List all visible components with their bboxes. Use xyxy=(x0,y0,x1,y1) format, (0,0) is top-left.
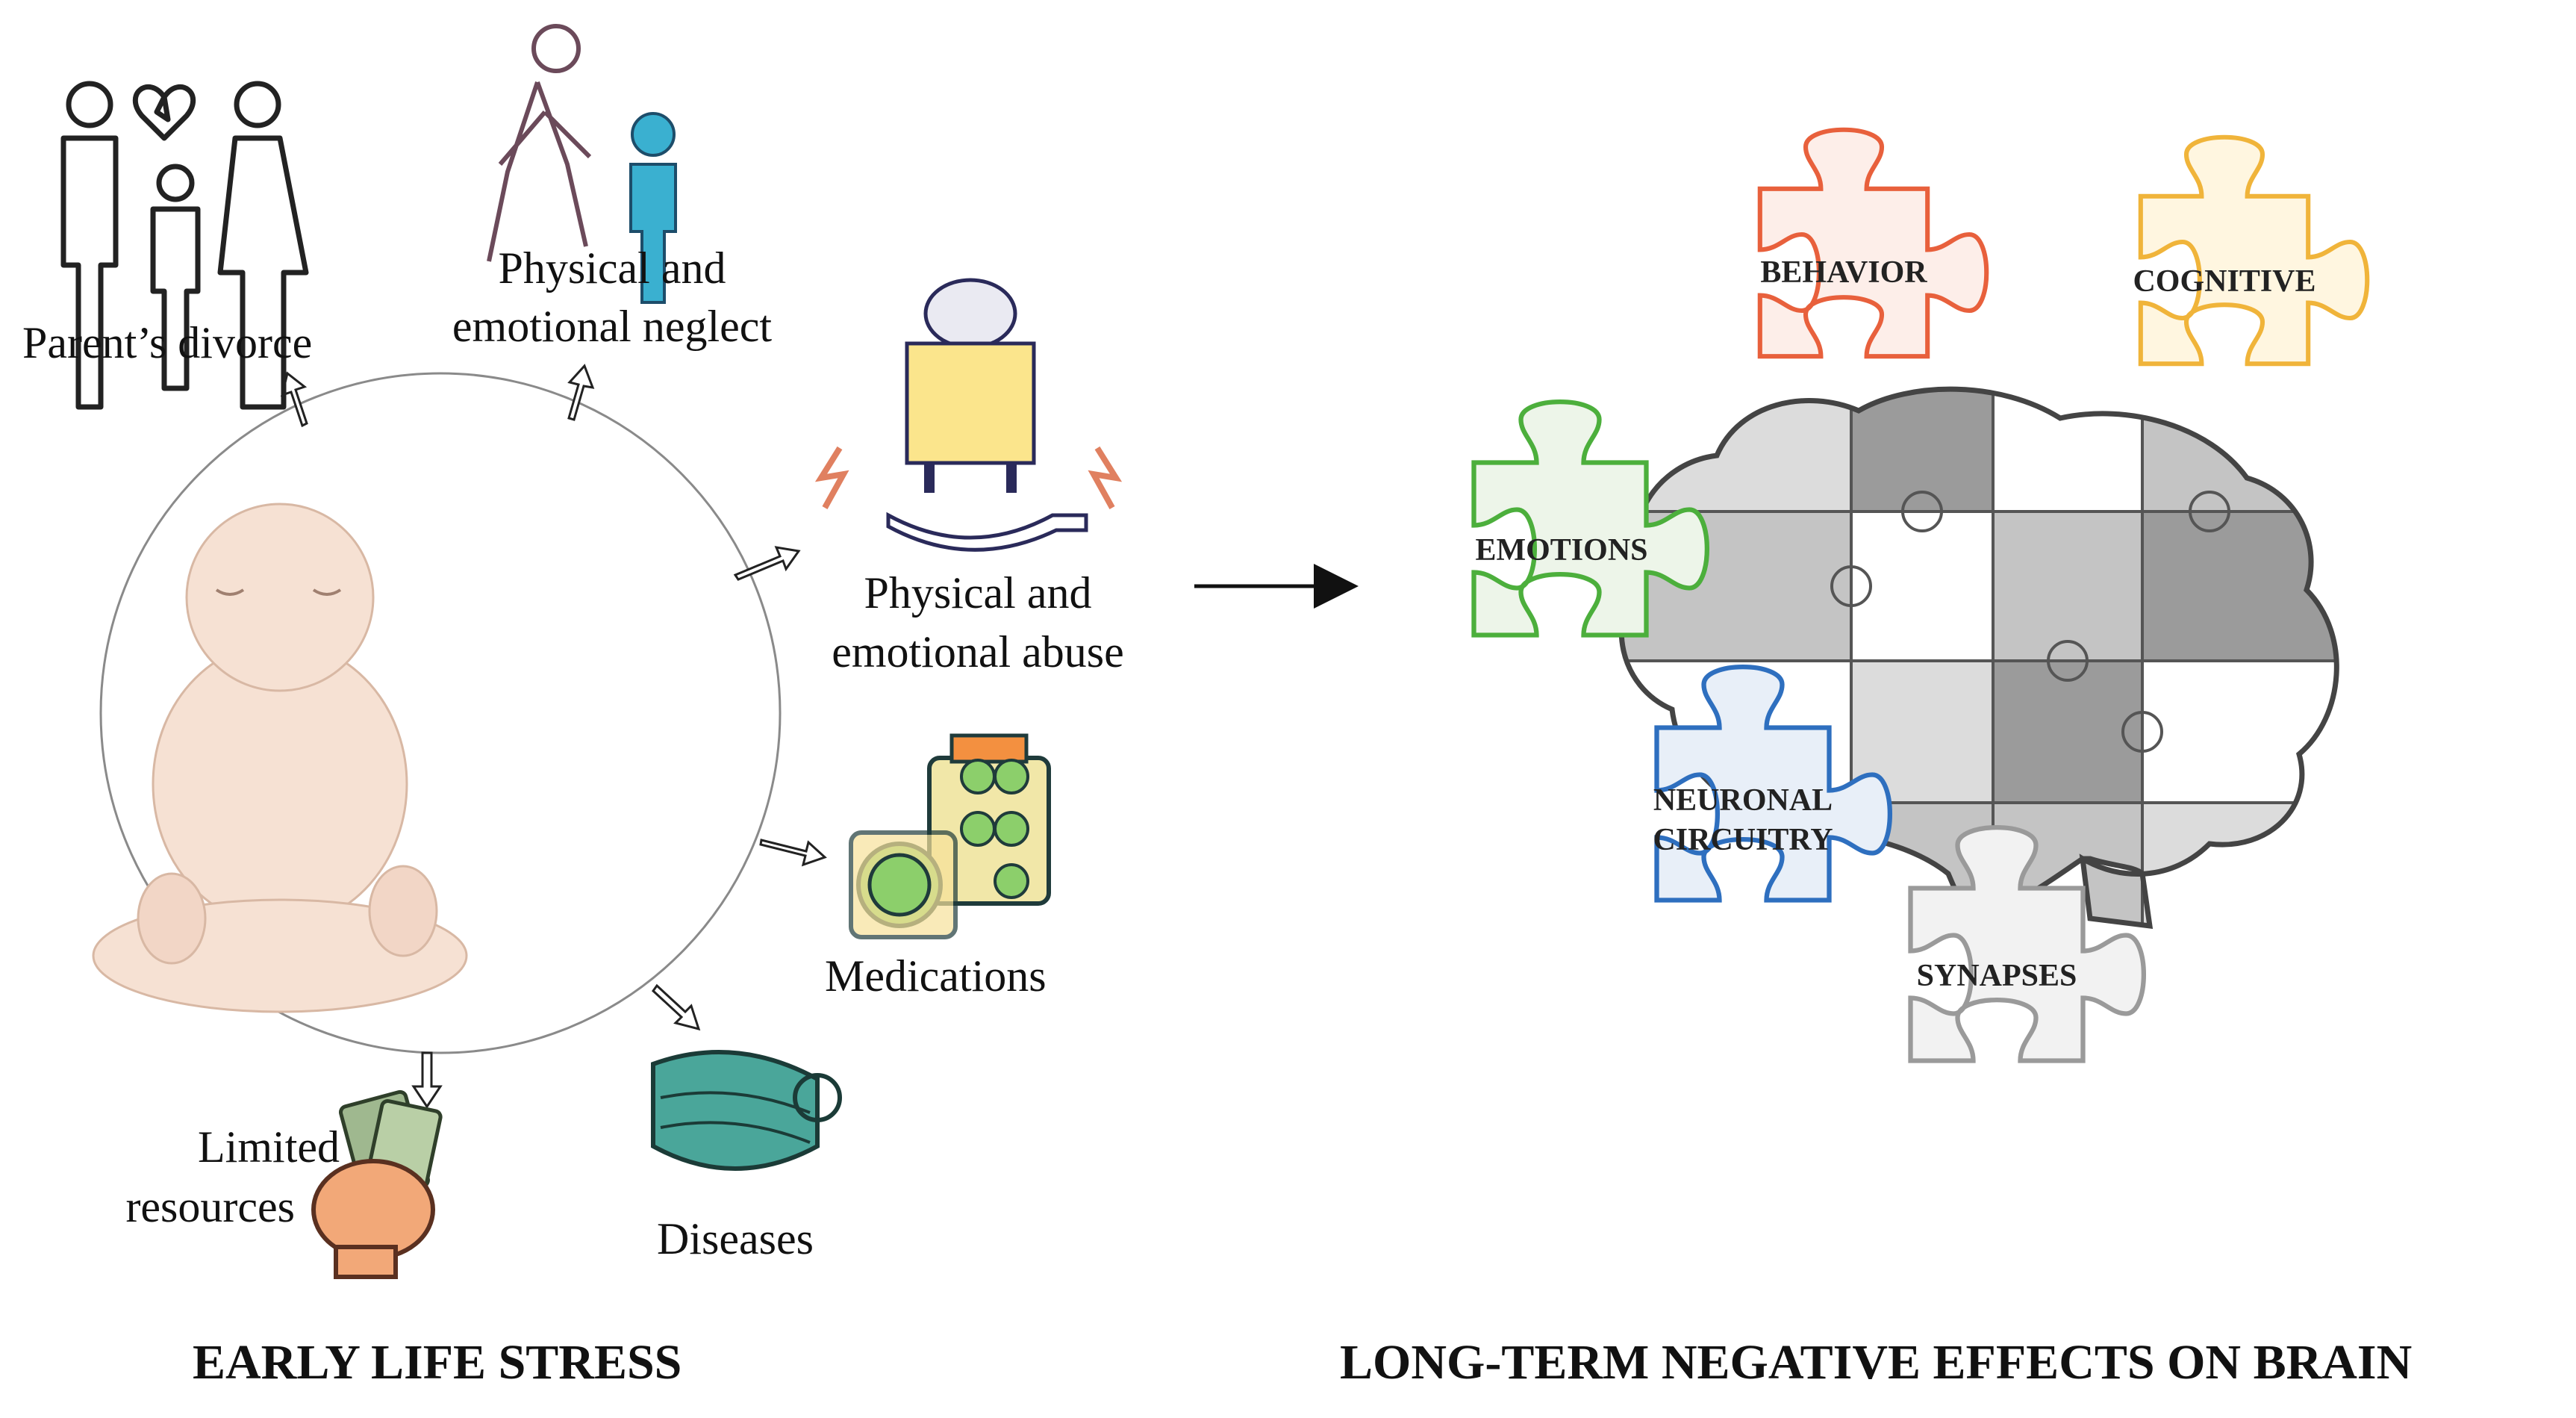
factor-arrows xyxy=(280,364,827,1109)
neuronal-label-1: NEURONAL xyxy=(1653,783,1833,818)
label-medications: Medications xyxy=(825,951,1047,1001)
neuronal-label-2: CIRCUITRY xyxy=(1653,823,1833,857)
piece-emotions: EMOTIONS xyxy=(1474,402,1707,635)
right-title: LONG-TERM NEGATIVE EFFECTS ON BRAIN xyxy=(1340,1335,2413,1390)
left-title: EARLY LIFE STRESS xyxy=(193,1335,682,1390)
label-neglect-2: emotional neglect xyxy=(452,302,773,351)
synapses-label: SYNAPSES xyxy=(1917,959,2077,993)
crying-child-icon xyxy=(629,112,677,304)
label-diseases: Diseases xyxy=(657,1214,814,1263)
label-abuse-2: emotional abuse xyxy=(832,627,1124,677)
label-resources-1: Limited xyxy=(198,1122,340,1172)
piece-synapses: SYNAPSES xyxy=(1911,827,2144,1060)
piece-neuronal: NEURONAL CIRCUITRY xyxy=(1653,667,1889,900)
label-abuse-1: Physical and xyxy=(864,568,1092,618)
stress-circle xyxy=(99,372,782,1054)
arrow-resources xyxy=(411,1051,443,1109)
mask-icon xyxy=(651,1050,842,1171)
label-resources-2: resources xyxy=(125,1182,295,1231)
medications-icon xyxy=(849,733,1051,939)
emotions-label: EMOTIONS xyxy=(1475,533,1647,567)
walking-adult-icon xyxy=(487,24,592,262)
arrow-diseases xyxy=(652,983,701,1031)
cognitive-label: COGNITIVE xyxy=(2133,264,2315,299)
family-icon xyxy=(60,81,309,410)
behavior-label: BEHAVIOR xyxy=(1760,255,1927,290)
baby-illustration xyxy=(92,503,468,1013)
money-fist-icon xyxy=(311,1089,443,1279)
abuse-icon xyxy=(814,278,1123,552)
label-neglect-1: Physical and xyxy=(498,243,726,293)
label-divorce: Parent’s divorce xyxy=(22,318,313,367)
arrow-abuse xyxy=(733,546,801,581)
arrow-medications xyxy=(759,839,827,867)
piece-behavior: BEHAVIOR xyxy=(1760,130,1986,356)
arrow-neglect xyxy=(567,364,595,421)
piece-cognitive: COGNITIVE xyxy=(2133,137,2367,364)
arrow-divorce xyxy=(280,371,308,428)
